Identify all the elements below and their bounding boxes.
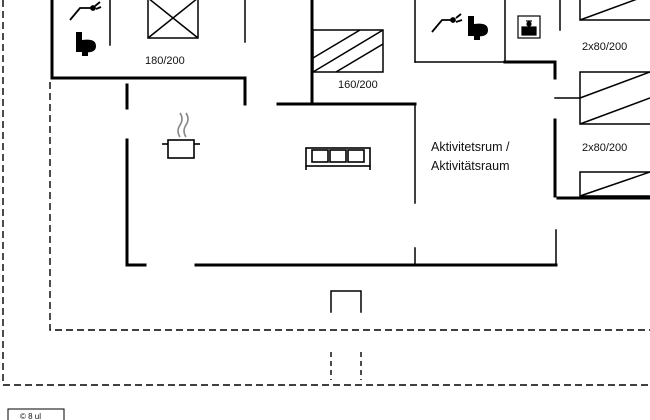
bed-label-180-200: 180/200: [145, 55, 185, 67]
bed-2x80-200-top: [579, 0, 650, 125]
room-label-line2: Aktivitätsraum: [431, 159, 510, 173]
shower-icon: [69, 1, 102, 21]
corner-stamp: © 8 ul: [7, 408, 65, 420]
washbasin-icon: [517, 15, 541, 39]
shower-icon-2: [431, 13, 463, 33]
toilet-icon-2: [468, 16, 488, 40]
bed-160-200: [312, 29, 384, 73]
bed-label-160-200: 160/200: [338, 79, 378, 91]
bed-label-2x80-200-top: 2x80/200: [582, 41, 627, 53]
door-dashed: [330, 352, 362, 380]
bed-180-200: [147, 0, 199, 39]
bed-2x80-200-bottom: [579, 171, 650, 197]
bed-label-2x80-200-bottom: 2x80/200: [582, 142, 627, 154]
toilet-icon: [76, 32, 96, 56]
room-label-line1: Aktivitetsrum /: [431, 140, 510, 154]
sofa-icon: [305, 147, 371, 170]
cooking-pot-icon: [162, 112, 200, 159]
dashed-outline: [2, 0, 650, 386]
corner-stamp-text: © 8 ul: [20, 412, 41, 420]
